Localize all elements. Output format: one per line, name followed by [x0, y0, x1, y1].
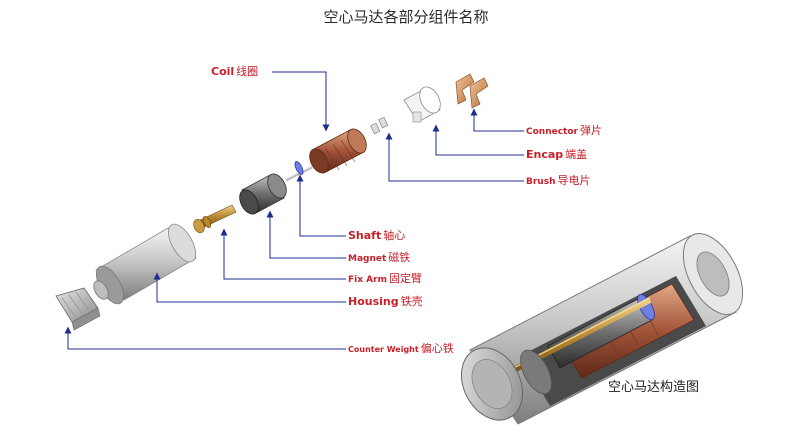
- leader-connector: [470, 108, 524, 132]
- label-connector-en: Connector: [526, 127, 578, 137]
- label-brush-zh: 导电片: [557, 174, 591, 187]
- label-magnet-zh: 磁铁: [388, 251, 411, 264]
- leader-magnet: [266, 210, 346, 259]
- label-coil-en: Coil: [211, 65, 235, 78]
- label-housing-en: Housing: [348, 295, 399, 308]
- diagram-title: 空心马达各部分组件名称: [323, 8, 489, 26]
- leader-coil: [272, 71, 330, 132]
- coil-part: [309, 128, 367, 174]
- leader-fix-arm: [220, 228, 346, 280]
- shaft-part: [285, 161, 313, 182]
- label-connector-zh: 弹片: [579, 124, 602, 137]
- label-fix-arm-zh: 固定臂: [388, 272, 422, 285]
- label-fix-arm-en: Fix Arm: [348, 275, 387, 285]
- fix-arm-part: [193, 204, 237, 233]
- magnet-part: [239, 173, 287, 215]
- label-housing-zh: 铁壳: [400, 295, 423, 308]
- housing-part: [93, 223, 197, 305]
- leader-housing: [153, 272, 346, 303]
- leader-brush: [385, 132, 524, 182]
- label-brush-en: Brush: [526, 177, 556, 187]
- counter-weight-part: [55, 287, 101, 331]
- brush-part: [370, 116, 389, 135]
- encap-part: [403, 86, 441, 123]
- label-encap-zh: 端盖: [565, 148, 588, 161]
- connector-part: [455, 73, 489, 109]
- label-shaft-en: Shaft: [348, 229, 382, 242]
- label-encap-en: Encap: [526, 148, 564, 161]
- label-coil-zh: 线圈: [236, 65, 259, 78]
- cutaway-caption: 空心马达构造图: [608, 380, 700, 395]
- leader-shaft: [296, 174, 346, 237]
- label-counter-weight-en: Counter Weight: [348, 345, 419, 354]
- leader-encap: [432, 124, 524, 156]
- cutaway-illustration: [461, 233, 744, 425]
- label-shaft-zh: 轴心: [383, 229, 406, 242]
- leader-counter-weight: [64, 326, 346, 350]
- label-counter-weight-zh: 偏心铁: [420, 342, 454, 355]
- label-magnet-en: Magnet: [348, 254, 387, 264]
